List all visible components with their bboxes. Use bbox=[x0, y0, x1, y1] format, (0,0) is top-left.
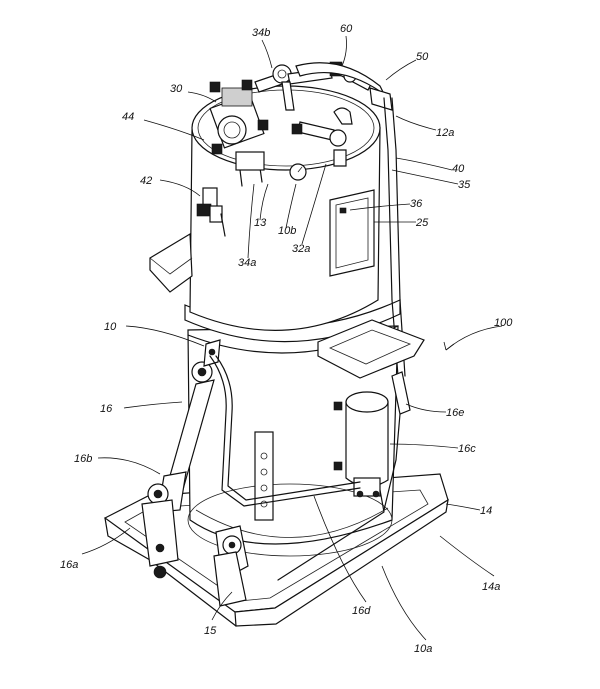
linkage-rod bbox=[209, 355, 385, 581]
label-34a: 34a bbox=[238, 257, 256, 269]
label-14a: 14a bbox=[482, 581, 500, 593]
label-30: 30 bbox=[170, 83, 183, 95]
label-40: 40 bbox=[452, 163, 465, 175]
label-32a: 32a bbox=[292, 243, 310, 255]
label-34b: 34b bbox=[252, 27, 270, 39]
leader-lines bbox=[81, 35, 503, 641]
label-44: 44 bbox=[122, 111, 134, 123]
right-tray bbox=[317, 319, 425, 379]
return-pipe bbox=[295, 62, 406, 377]
label-100: 100 bbox=[494, 317, 513, 329]
label-42: 42 bbox=[140, 175, 152, 187]
label-50: 50 bbox=[416, 51, 429, 63]
label-16: 16 bbox=[100, 403, 113, 415]
label-13: 13 bbox=[254, 217, 267, 229]
sight-window bbox=[329, 189, 375, 277]
label-25: 25 bbox=[415, 217, 429, 229]
label-16d: 16d bbox=[352, 605, 371, 617]
actuator-arm bbox=[141, 339, 221, 579]
label-16b: 16b bbox=[74, 453, 92, 465]
label-16c: 16c bbox=[458, 443, 476, 455]
label-16a: 16a bbox=[60, 559, 78, 571]
label-12a: 12a bbox=[436, 127, 454, 139]
label-15: 15 bbox=[204, 625, 217, 637]
label-14: 14 bbox=[480, 505, 492, 517]
front-leg bbox=[213, 525, 249, 607]
reference-labels: 34b 60 50 30 44 12a 40 35 42 36 25 13 10… bbox=[60, 23, 513, 655]
left-tray bbox=[149, 232, 193, 293]
label-16e: 16e bbox=[446, 407, 464, 419]
label-10a: 10a bbox=[414, 643, 432, 655]
label-36: 36 bbox=[410, 198, 423, 210]
label-10: 10 bbox=[104, 321, 117, 333]
label-60: 60 bbox=[340, 23, 353, 35]
label-10b: 10b bbox=[278, 225, 296, 237]
canister bbox=[333, 371, 411, 511]
label-35: 35 bbox=[458, 179, 471, 191]
